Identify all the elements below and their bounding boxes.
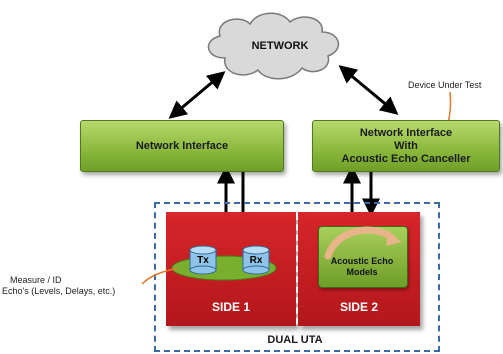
side1-label: SIDE 1 [211, 300, 250, 314]
right-interface-line2: With [394, 139, 418, 152]
right-interface-line3: Acoustic Echo Canceller [341, 152, 471, 165]
tx-cylinder [189, 245, 217, 275]
right-network-interface: Network Interface With Acoustic Echo Can… [312, 120, 500, 172]
measure-line1: Measure / ID [10, 275, 62, 285]
tx-label: Tx [197, 255, 209, 266]
echo-models-line1: Acoustic Echo [330, 256, 394, 266]
network-label: NETWORK [251, 40, 309, 52]
measure-line2: Echo's (Levels, Delays, etc.) [2, 286, 116, 296]
side1-graphics [171, 245, 277, 281]
echo-models-label: Acoustic Echo Models [318, 256, 406, 278]
side2-label: SIDE 2 [339, 300, 378, 314]
cloud-right-arrow [338, 65, 399, 115]
left-interface-label: Network Interface [135, 139, 229, 152]
measure-pointer [141, 267, 179, 285]
right-interface-line1: Network Interface [359, 126, 453, 139]
device-under-test-label: Device Under Test [408, 80, 482, 90]
echo-models-line2: Models [346, 267, 378, 277]
echo-arc [324, 226, 402, 260]
rx-cylinder [242, 245, 270, 275]
side-divider [296, 214, 298, 324]
dual-uta-frame [154, 202, 440, 352]
network-cloud [207, 12, 340, 80]
cloud-left-arrow [168, 71, 226, 119]
dual-uta-label: DUAL UTA [267, 334, 323, 346]
rx-label: Rx [249, 255, 263, 266]
left-network-interface: Network Interface [80, 120, 284, 172]
measure-text: Measure / ID Echo's (Levels, Delays, etc… [2, 275, 162, 297]
